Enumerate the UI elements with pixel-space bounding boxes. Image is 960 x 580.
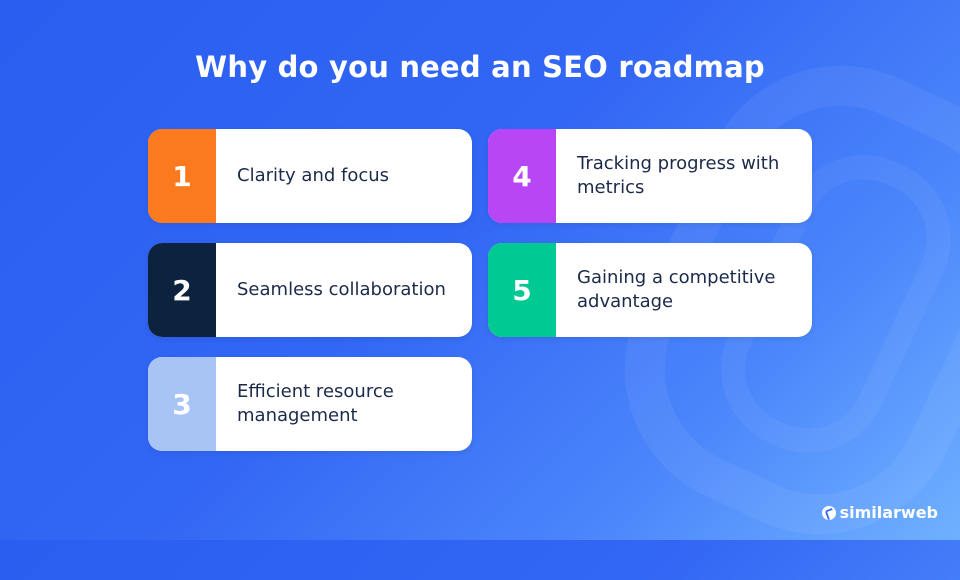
card-label: Efficient resource management xyxy=(237,381,394,426)
card-number-badge: 1 xyxy=(148,129,216,223)
roadmap-card-3: 3 Efficient resource management xyxy=(148,357,472,451)
roadmap-card-4: 4 Tracking progress with metrics xyxy=(488,129,812,223)
card-number-badge: 4 xyxy=(488,129,556,223)
similarweb-logo: similarweb xyxy=(821,503,938,522)
roadmap-card-1: 1 Clarity and focus xyxy=(148,129,472,223)
page-title: Why do you need an SEO roadmap xyxy=(195,50,765,84)
brand-name: similarweb xyxy=(839,503,938,522)
roadmap-card-2: 2 Seamless collaboration xyxy=(148,243,472,337)
card-number-badge: 3 xyxy=(148,357,216,451)
similarweb-logo-icon xyxy=(821,505,836,520)
card-label: Tracking progress with metrics xyxy=(577,153,780,198)
card-label: Seamless collaboration xyxy=(237,279,446,300)
card-number-badge: 5 xyxy=(488,243,556,337)
card-number-badge: 2 xyxy=(148,243,216,337)
card-label: Clarity and focus xyxy=(237,165,390,186)
roadmap-card-5: 5 Gaining a competitive advantage xyxy=(488,243,812,337)
card-label: Gaining a competitive advantage xyxy=(577,267,776,312)
